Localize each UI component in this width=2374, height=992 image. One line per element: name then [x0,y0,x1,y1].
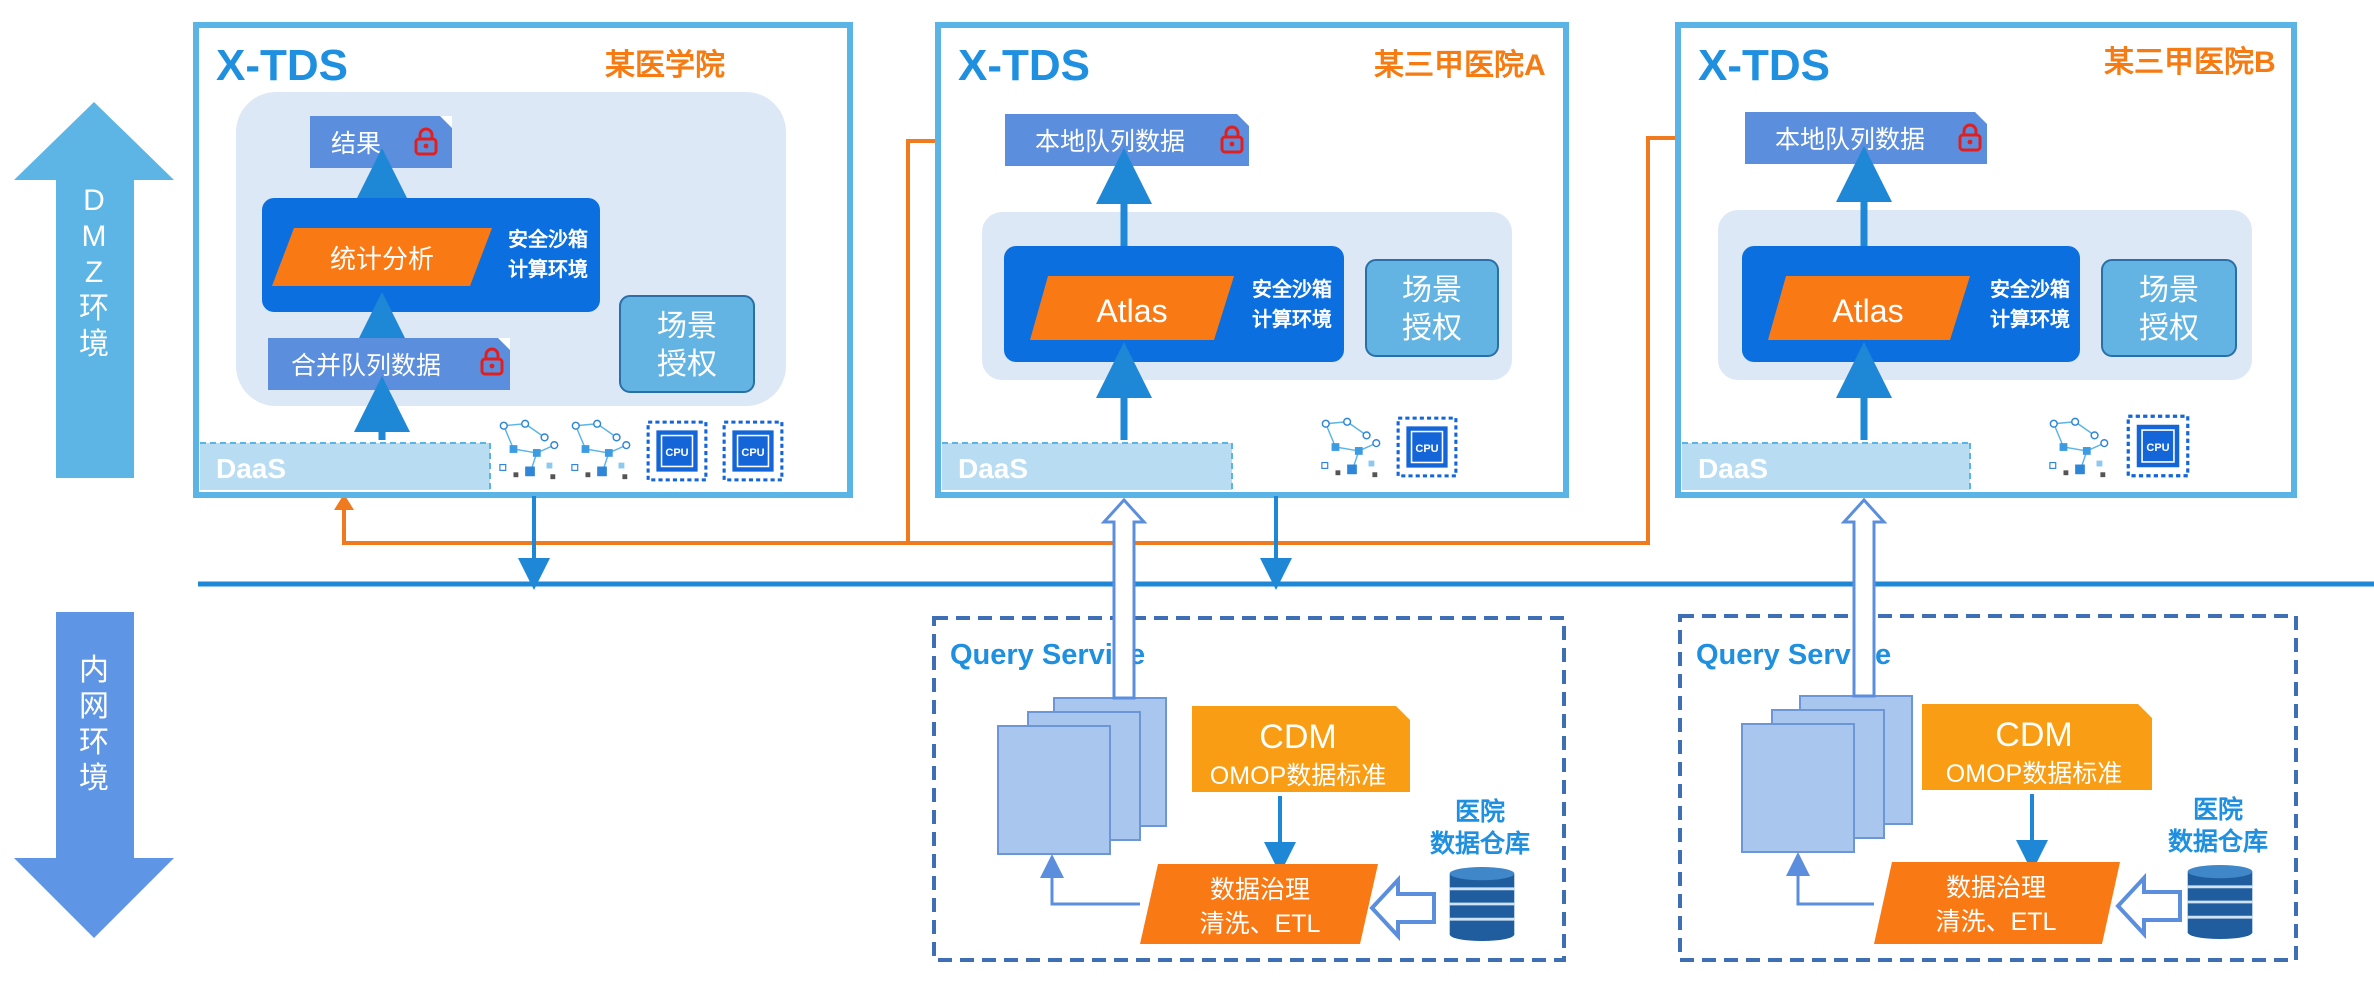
governance-label-1: 数据治理 [1946,874,2046,902]
site-hospital-b: X-TDS 某三甲医院B 本地队列数据 Atlas 安全沙箱 计算环境 场景 授… [1675,22,2297,498]
site-name: 某三甲医院B [2104,45,2276,79]
result-label: 结果 [331,130,381,158]
sandbox-label-1: 安全沙箱 [1990,277,2070,301]
hollow-left-arrow [1369,874,1436,942]
hollow-up-arrow [1100,497,1148,700]
site-name: 某医学院 [605,48,725,82]
cpu-label: CPU [2146,442,2169,454]
intranet-zone-label: 内网环境 [79,654,109,795]
cdm-title: CDM [1259,718,1336,756]
sandbox-label-1: 安全沙箱 [508,227,588,251]
data-governance-box [1874,862,2120,944]
merged-cohort-label: 合并队列数据 [291,352,441,380]
sandbox-label-2: 计算环境 [1990,307,2070,331]
engine-box [272,228,492,286]
warehouse-label-2: 数据仓库 [2168,827,2268,856]
daas-label: DaaS [958,453,1028,484]
daas-label: DaaS [216,453,286,484]
site-medical-college: X-TDS 某医学院 结果 统计分析 安全沙箱 计算环境 合并队列数据 场景 授… [193,22,853,590]
scene-authorization-box [1365,259,1499,357]
engine-label: Atlas [1096,293,1167,329]
daas-bar [942,443,1232,490]
zone-label-char: 环 [79,292,109,325]
local-cohort-label: 本地队列数据 [1775,126,1925,154]
scene-label-1: 场景 [2139,274,2199,307]
engine-label: Atlas [1832,293,1903,329]
scene-label-2: 授权 [1402,312,1462,345]
daas-bar [200,443,490,490]
zone-label-char: 内 [79,654,109,687]
cdm-subtitle: OMOP数据标准 [1946,760,2122,788]
database-icon [2186,864,2254,940]
site-brand: X-TDS [216,41,348,90]
scene-label-2: 授权 [657,348,717,381]
local-cohort-label: 本地队列数据 [1035,128,1185,156]
engine-box [1030,276,1234,340]
zone-label-char: D [83,184,105,217]
engine-box [1768,276,1970,340]
daas-bar [1682,443,1970,490]
scene-label-1: 场景 [657,310,717,343]
engine-label: 统计分析 [330,244,434,274]
site-hospital-a: X-TDS 某三甲医院A 本地队列数据 Atlas 安全沙箱 计算环境 场景 授… [935,22,1569,590]
site-brand: X-TDS [958,41,1090,90]
sandbox-label-1: 安全沙箱 [1252,277,1332,301]
sandbox-label-2: 计算环境 [1252,307,1332,331]
site-brand: X-TDS [1698,41,1830,90]
zone-label-char: Z [85,256,103,289]
cdm-title: CDM [1995,716,2072,754]
cdm-box [1192,706,1410,792]
site-name: 某三甲医院A [1374,48,1546,82]
database-icon [1448,866,1516,942]
scene-authorization-box [2101,259,2237,357]
zone-label-char: 境 [79,328,109,361]
cdm-box [1922,704,2152,790]
daas-label: DaaS [1698,453,1768,484]
scene-authorization-box [619,295,755,393]
data-governance-box [1140,864,1378,944]
cdm-subtitle: OMOP数据标准 [1210,762,1386,790]
cpu-label: CPU [1415,443,1438,455]
document-stack-icon [997,697,1167,855]
query-service-b: Query Service CDM OMOP数据标准 数据治理 清洗、ETL 医… [1678,497,2298,962]
governance-label-2: 清洗、ETL [1936,908,2057,936]
intranet-zone-arrow: 内网环境 [14,612,174,938]
hollow-up-arrow [1840,497,1888,698]
zone-label-char: 境 [79,762,109,795]
cpu-label: CPU [665,447,688,459]
warehouse-label-2: 数据仓库 [1430,829,1530,858]
zone-label-char: 环 [79,726,109,759]
zone-label-char: 网 [79,690,109,723]
warehouse-label-1: 医院 [1455,797,1505,826]
governance-label-2: 清洗、ETL [1200,910,1321,938]
governance-label-1: 数据治理 [1210,876,1310,904]
query-service-a: Query Service CDM OMOP数据标准 数据治理 清洗、ETL 医… [932,497,1566,962]
zone-label-char: M [82,220,107,253]
cpu-label: CPU [741,447,764,459]
sandbox-label-2: 计算环境 [508,257,588,281]
warehouse-label-1: 医院 [2193,795,2243,824]
document-stack-icon [1741,695,1913,853]
scene-label-1: 场景 [1402,274,1462,307]
scene-label-2: 授权 [2139,312,2199,345]
hollow-left-arrow [2115,872,2182,940]
